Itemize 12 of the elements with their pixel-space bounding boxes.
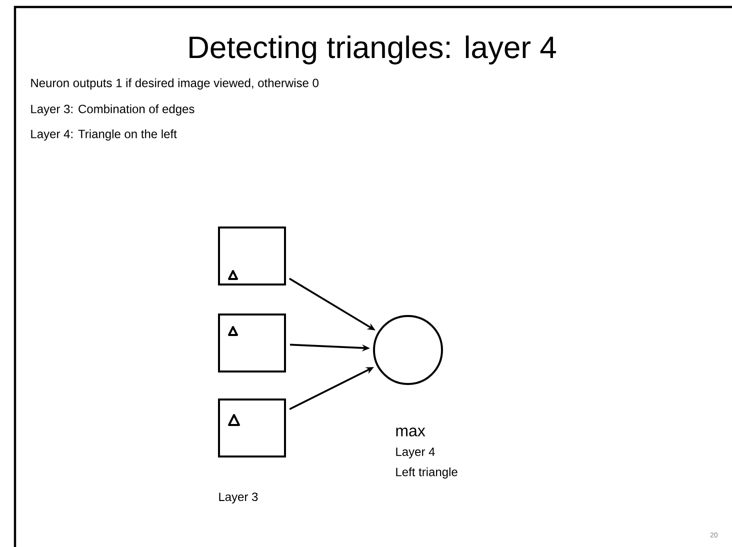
image-box: [218, 226, 286, 286]
neuron-circle: [373, 315, 443, 385]
image-box: [218, 314, 286, 372]
body-text: Layer 4: Triangle on the left: [31, 129, 177, 141]
group-label: Layer 3: [219, 492, 258, 504]
body-text: Layer 3: Combination of edges: [31, 104, 194, 116]
image-box: [218, 398, 286, 458]
node-caption: Left triangle: [396, 467, 458, 479]
body-text: Neuron outputs 1 if desired image viewed, otherwise 0: [31, 78, 318, 90]
node-caption: max: [396, 428, 426, 436]
title: Detecting triangles: layer 4: [190, 36, 556, 64]
node-caption: Layer 4: [396, 448, 435, 458]
